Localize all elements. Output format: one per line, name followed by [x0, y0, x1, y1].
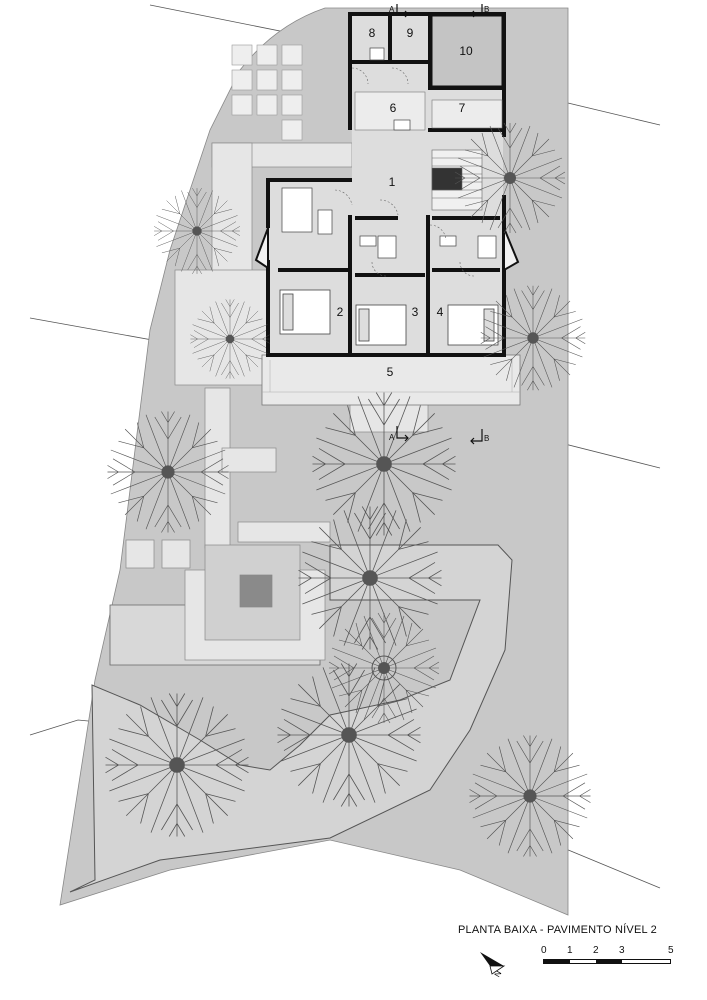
bay-windows — [254, 227, 520, 272]
scale-label-3: 3 — [619, 945, 625, 956]
room-label-9: 9 — [407, 26, 414, 40]
tree — [105, 693, 249, 837]
scale-label-1: 1 — [567, 945, 573, 956]
scale-label-5: 5 — [668, 945, 674, 956]
scale-label-0: 0 — [541, 945, 547, 956]
garden-curved-path — [69, 544, 513, 893]
tree — [190, 299, 270, 379]
scale-segment — [596, 960, 622, 963]
north-arrow-icon: N — [480, 952, 506, 978]
room-label-1: 1 — [389, 175, 396, 189]
section-a-top: A — [389, 5, 395, 14]
trees — [105, 122, 591, 857]
room-label-8: 8 — [369, 26, 376, 40]
plan-title: PLANTA BAIXA - PAVIMENTO NÍVEL 2 — [458, 924, 657, 936]
room-label-6: 6 — [390, 101, 397, 115]
scale-label-2: 2 — [593, 945, 599, 956]
tree — [328, 612, 440, 724]
scale-bar — [543, 959, 671, 964]
door-swings — [334, 67, 475, 277]
scale-segment — [622, 960, 670, 963]
room-label-10: 10 — [459, 44, 473, 58]
tree — [312, 392, 456, 536]
north-label: N — [493, 969, 504, 978]
stair — [431, 149, 483, 211]
veranda-5 — [261, 354, 521, 406]
scale-segment — [570, 960, 596, 963]
section-a-bottom: A — [389, 433, 395, 442]
section-markers — [396, 4, 483, 445]
scale-segment — [544, 960, 570, 963]
tree — [107, 411, 229, 533]
tree — [480, 285, 586, 391]
room-10-fill — [431, 15, 503, 87]
tree — [298, 506, 442, 650]
room-labels: 1 2 3 4 5 6 7 8 9 10 — [337, 26, 473, 379]
section-b-top: B — [484, 5, 489, 14]
room-label-5: 5 — [387, 365, 394, 379]
room-label-4: 4 — [437, 305, 444, 319]
room-label-3: 3 — [412, 305, 419, 319]
tree — [153, 187, 241, 275]
tree — [454, 122, 566, 234]
room-label-2: 2 — [337, 305, 344, 319]
paving-tiles — [231, 44, 303, 141]
beds — [279, 289, 499, 346]
section-b-bottom: B — [484, 434, 489, 443]
tree — [469, 735, 591, 857]
tree — [277, 663, 421, 807]
room-label-7: 7 — [459, 101, 466, 115]
bathroom-fixtures — [281, 47, 497, 259]
